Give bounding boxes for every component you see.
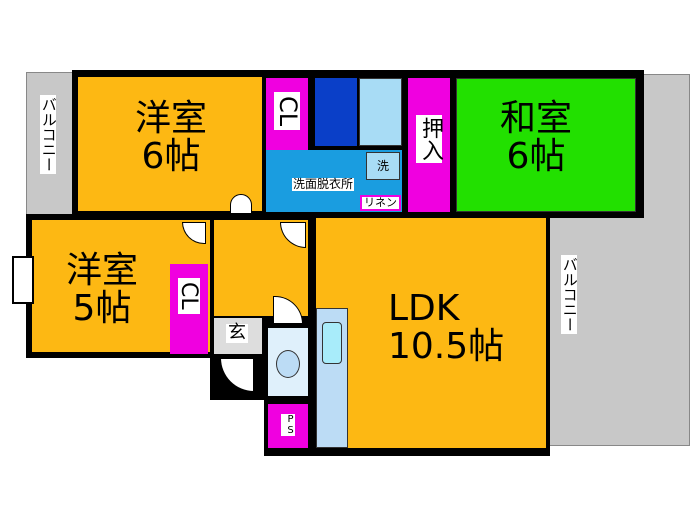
balcony-left-label: バルコニー	[39, 95, 58, 174]
linen-label: リネン	[360, 195, 401, 211]
bathtub	[359, 78, 402, 146]
balcony-right	[636, 74, 690, 446]
bay-window	[12, 256, 34, 304]
western-room-5-size: 5帖	[72, 287, 132, 329]
oshiire-label: 押入	[416, 115, 443, 163]
balcony-right-label: バルコニー	[560, 255, 579, 334]
pipe-space-label: PS	[281, 414, 296, 436]
japanese-room-name: 和室	[500, 98, 573, 139]
balcony-right-lower	[546, 214, 638, 446]
western-room-6	[78, 77, 262, 211]
western-room-5-name: 洋室	[66, 250, 139, 291]
western-room-6-name: 洋室	[135, 98, 208, 139]
ldk-size: 10.5帖	[388, 325, 505, 367]
ldk	[316, 218, 546, 448]
exterior-cutout	[210, 400, 264, 456]
door-icon	[230, 194, 252, 214]
closet-1-label: CL	[274, 92, 302, 131]
japanese-room-size: 6帖	[506, 135, 566, 177]
toilet-bowl-icon	[276, 350, 300, 378]
ldk-name: LDK	[388, 288, 460, 329]
bathroom	[315, 78, 357, 146]
sink-icon	[322, 322, 342, 364]
closet-2-label: CL	[176, 278, 201, 314]
japanese-room	[456, 78, 636, 212]
washroom-label: 洗面脱衣所	[292, 177, 355, 191]
entrance-label: 玄	[226, 322, 248, 343]
kitchen-counter	[316, 308, 348, 448]
washer-label: 洗	[366, 152, 400, 180]
exterior-cutout	[26, 358, 210, 456]
western-room-6-size: 6帖	[141, 135, 201, 177]
